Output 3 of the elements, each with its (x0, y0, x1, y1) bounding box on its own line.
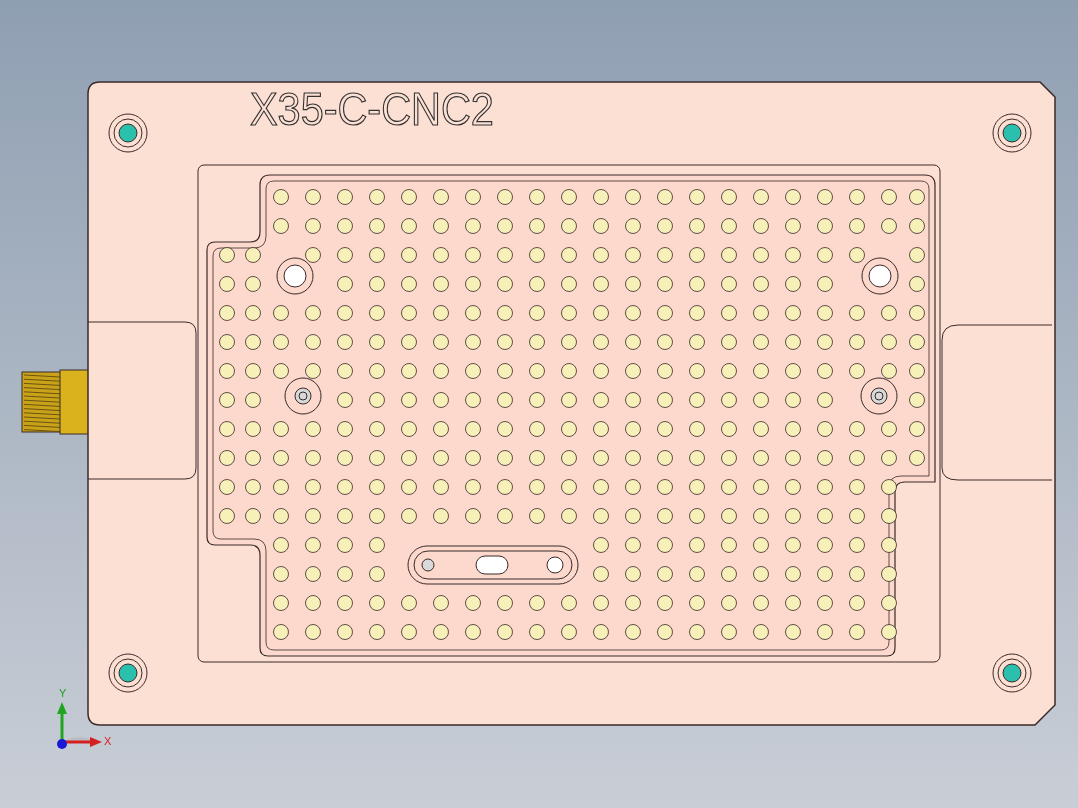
part-number-engraving: X35-C-CNC2 (250, 86, 494, 132)
axis-label: Y (59, 688, 67, 699)
axis-label: X (104, 736, 112, 747)
